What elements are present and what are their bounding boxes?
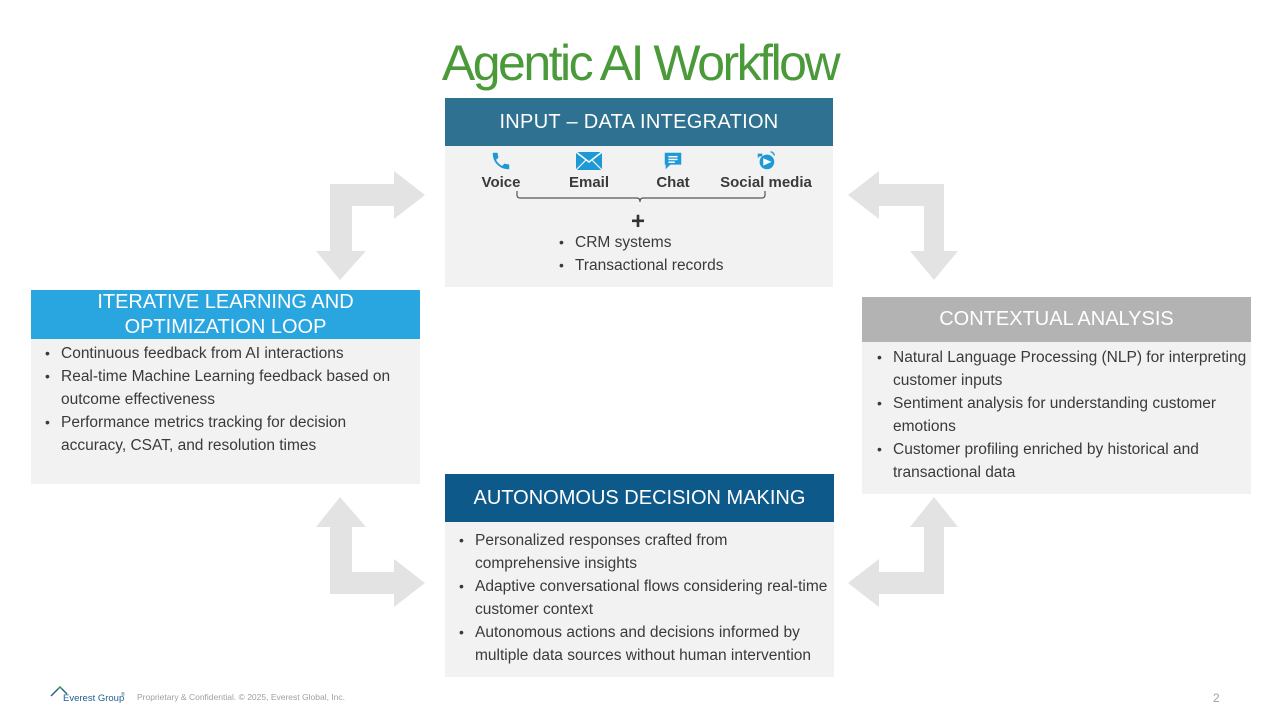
channel-label: Chat xyxy=(656,174,690,191)
iterative-header-line1: ITERATIVE LEARNING AND xyxy=(97,290,354,313)
list-item: CRM systems xyxy=(549,231,723,254)
list-item: Personalized responses crafted from comp… xyxy=(449,529,831,575)
chat-icon xyxy=(664,152,682,170)
autonomous-header: AUTONOMOUS DECISION MAKING xyxy=(445,474,834,522)
arrow-input-to-contextual xyxy=(848,171,958,280)
logo-registered-mark: ® xyxy=(121,691,125,698)
input-data-integration-box: INPUT – DATA INTEGRATION Voice Email Cha xyxy=(445,98,833,287)
channel-chat: Chat xyxy=(618,150,728,191)
list-item: Real-time Machine Learning feedback base… xyxy=(35,365,415,411)
channel-email: Email xyxy=(534,150,644,191)
channel-list: Voice Email Chat xyxy=(445,150,833,191)
channel-label: Email xyxy=(568,174,610,191)
channel-label: Social media xyxy=(720,174,812,191)
page-number: 2 xyxy=(1213,691,1220,705)
input-bullet-list: CRM systems Transactional records xyxy=(549,231,723,277)
list-item: Autonomous actions and decisions informe… xyxy=(449,621,831,667)
logo-text: Everest Group xyxy=(63,693,124,704)
contextual-bullet-list: Natural Language Processing (NLP) for in… xyxy=(867,346,1247,484)
everest-group-logo: Everest Group ® xyxy=(50,683,134,710)
list-item: Natural Language Processing (NLP) for in… xyxy=(867,346,1247,392)
envelope-icon xyxy=(575,151,603,171)
list-item: Transactional records xyxy=(549,254,723,277)
autonomous-decision-box: AUTONOMOUS DECISION MAKING Personalized … xyxy=(445,474,834,677)
confidential-notice: Proprietary & Confidential. © 2025, Ever… xyxy=(137,692,346,702)
list-item: Customer profiling enriched by historica… xyxy=(867,438,1247,484)
list-item: Adaptive conversational flows considerin… xyxy=(449,575,831,621)
iterative-header-line2: OPTIMIZATION LOOP xyxy=(124,315,327,338)
channel-social-media: Social media xyxy=(711,150,821,191)
page-title: Agentic AI Workflow xyxy=(441,35,841,91)
arrow-iterative-to-input xyxy=(316,171,425,280)
list-item: Performance metrics tracking for decisio… xyxy=(35,411,415,457)
arrow-autonomous-to-iterative xyxy=(316,497,425,607)
iterative-header: ITERATIVE LEARNING AND OPTIMIZATION LOOP xyxy=(31,290,420,339)
iterative-bullet-list: Continuous feedback from AI interactions… xyxy=(35,342,415,457)
input-header: INPUT – DATA INTEGRATION xyxy=(445,98,833,146)
plus-sign: + xyxy=(631,208,646,235)
iterative-learning-box: ITERATIVE LEARNING AND OPTIMIZATION LOOP… xyxy=(31,290,420,484)
list-item: Sentiment analysis for understanding cus… xyxy=(867,392,1247,438)
autonomous-bullet-list: Personalized responses crafted from comp… xyxy=(449,529,831,667)
channels-brace xyxy=(516,191,766,203)
mountain-logo-icon: Everest Group ® xyxy=(50,686,125,704)
phone-icon xyxy=(492,152,510,170)
contextual-analysis-box: CONTEXTUAL ANALYSIS Natural Language Pro… xyxy=(862,297,1251,494)
contextual-header: CONTEXTUAL ANALYSIS xyxy=(862,297,1251,342)
channel-voice: Voice xyxy=(446,150,556,191)
channel-label: Voice xyxy=(481,174,521,191)
social-media-icon xyxy=(757,151,775,170)
list-item: Continuous feedback from AI interactions xyxy=(35,342,415,365)
arrow-contextual-to-autonomous xyxy=(848,497,958,607)
